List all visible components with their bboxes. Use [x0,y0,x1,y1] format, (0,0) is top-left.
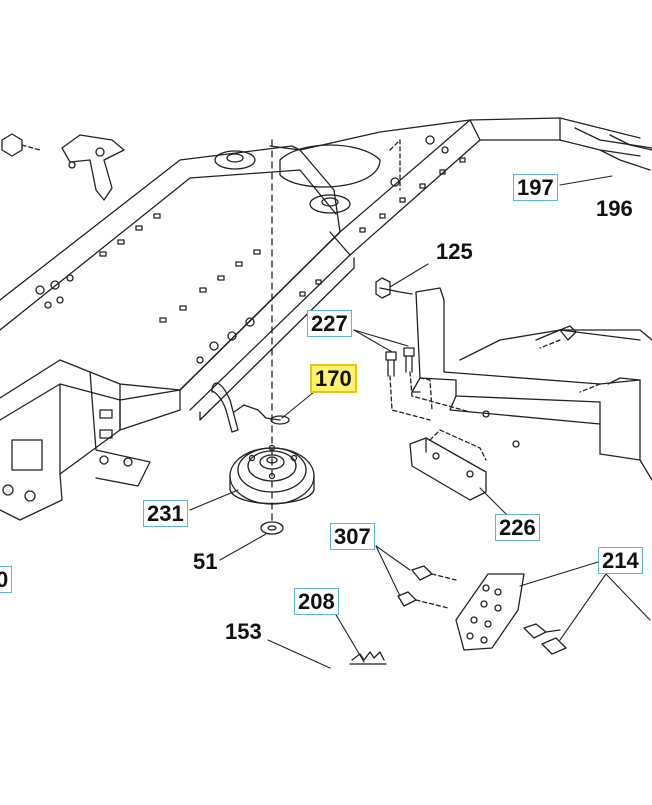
clips [523,623,567,655]
top-plate [214,119,471,214]
studs [397,565,457,609]
callout-208[interactable]: 208 [294,588,339,615]
callout-231[interactable]: 231 [143,500,188,527]
callout-214[interactable]: 214 [598,547,643,574]
pedal [455,573,525,651]
callout-0[interactable]: 0 [0,566,13,593]
bolt-bracket-top-left [1,133,125,201]
callout-226[interactable]: 226 [495,514,540,541]
callout-307[interactable]: 307 [330,523,375,550]
mount-plate [409,429,487,501]
callout-196[interactable]: 196 [596,196,633,221]
spring-wire [211,382,290,433]
spring [349,651,387,665]
callout-51[interactable]: 51 [193,549,218,574]
callout-227[interactable]: 227 [307,310,352,337]
linkage-top-right [559,127,652,171]
callout-125[interactable]: 125 [436,239,473,264]
callout-153[interactable]: 153 [225,619,262,644]
bracket [375,277,652,481]
leader-lines [189,175,651,669]
callout-170[interactable]: 170 [310,364,357,393]
washer [260,521,284,535]
callout-197[interactable]: 197 [513,174,558,201]
